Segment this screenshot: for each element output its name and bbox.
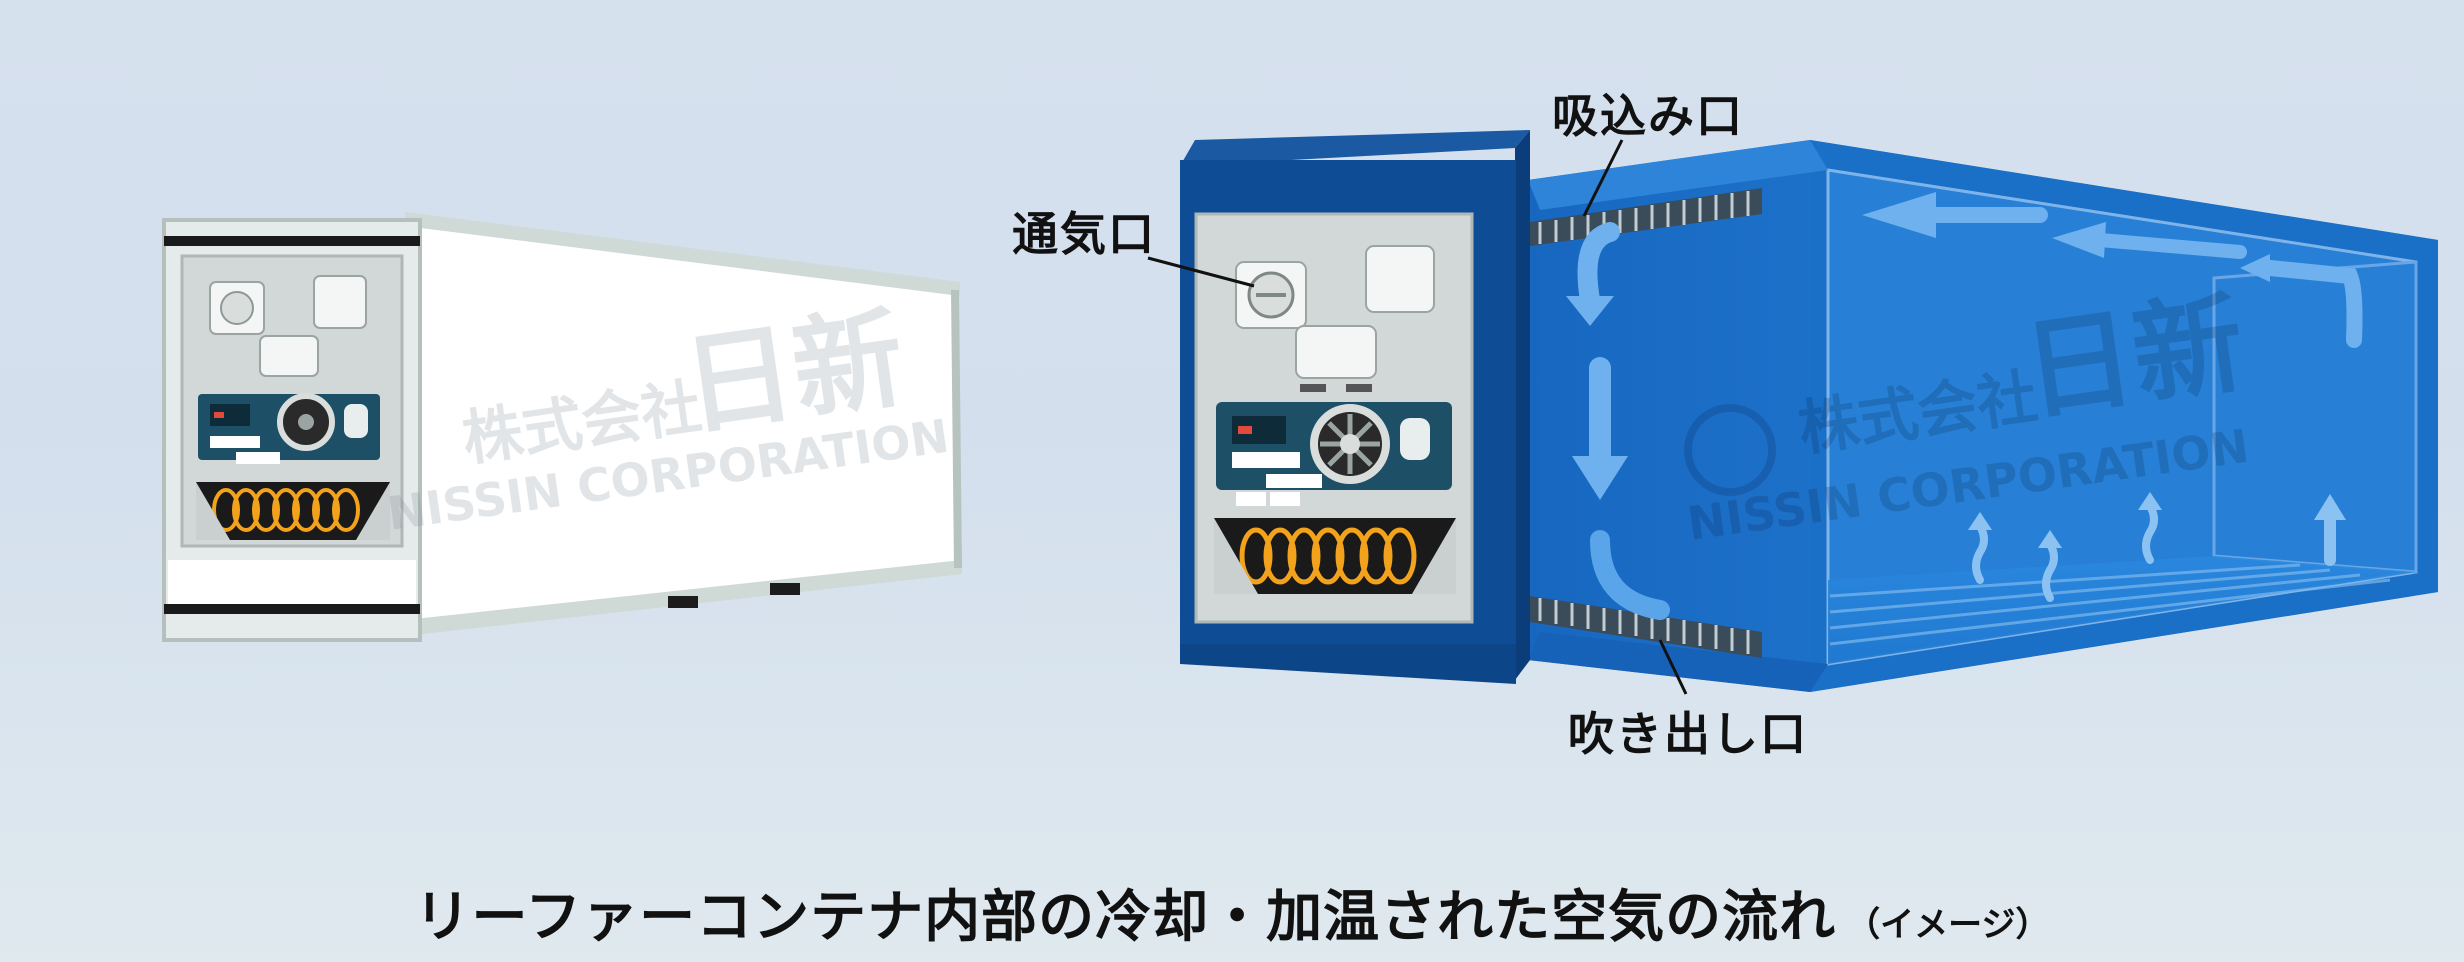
leader-lines bbox=[1147, 139, 1688, 695]
svg-text:日新: 日新 bbox=[676, 293, 912, 450]
intake-label: 吸込み口 bbox=[1552, 89, 1744, 143]
airflow-arrows bbox=[1566, 192, 2363, 620]
outlet-vent bbox=[1530, 596, 1762, 658]
svg-text:日新: 日新 bbox=[2016, 278, 2252, 435]
container-interior bbox=[1528, 140, 2438, 692]
vent-plate bbox=[1235, 261, 1307, 329]
figure-caption: リーファーコンテナ内部の冷却・加温された空気の流れ（イメージ） bbox=[0, 872, 2464, 953]
caption-main: リーファーコンテナ内部の冷却・加温された空気の流れ bbox=[414, 885, 1837, 950]
vent-label: 通気口 bbox=[1012, 207, 1156, 261]
caption-note: （イメージ） bbox=[1846, 905, 2050, 945]
reefer-front-panel bbox=[1180, 130, 1530, 684]
intake-vent bbox=[1530, 188, 1762, 246]
coil-small bbox=[212, 488, 360, 532]
coil-large bbox=[1239, 527, 1417, 585]
reefer-container-exterior bbox=[162, 212, 962, 642]
outlet-label: 吹き出し口 bbox=[1568, 707, 1808, 761]
